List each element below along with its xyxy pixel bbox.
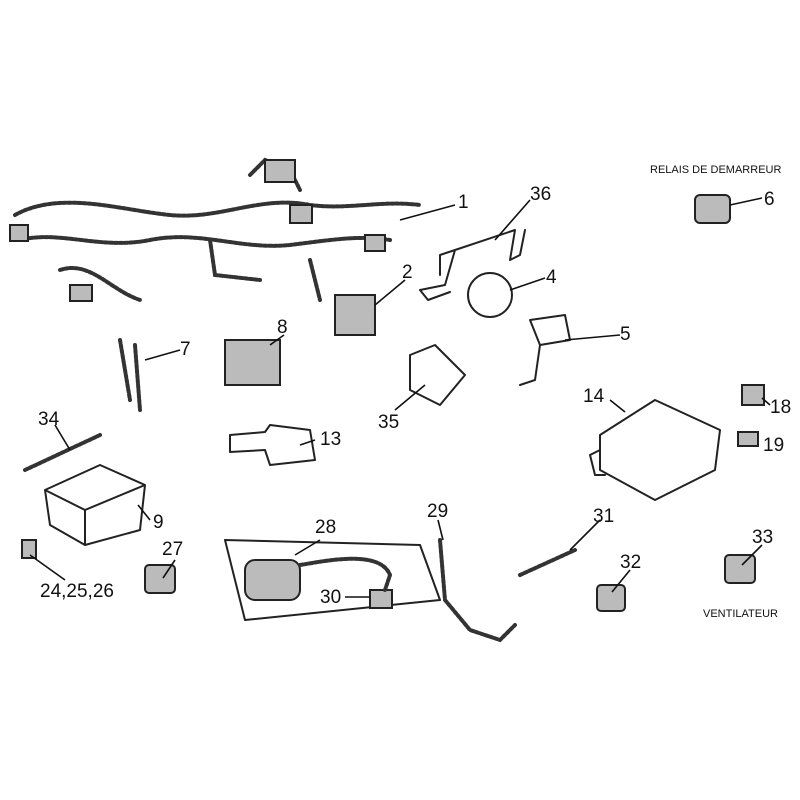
callout-14: 14 bbox=[583, 386, 605, 407]
callout-24-25-26: 24,25,26 bbox=[40, 581, 114, 602]
callout-19: 19 bbox=[763, 435, 784, 456]
callout-8: 8 bbox=[277, 317, 288, 338]
part-relay-27[interactable] bbox=[144, 564, 176, 594]
part-bracket[interactable] bbox=[419, 229, 526, 301]
part-ignition-coil[interactable] bbox=[229, 424, 316, 466]
part-2[interactable] bbox=[334, 294, 376, 336]
callout-33: 33 bbox=[752, 527, 773, 548]
callout-29: 29 bbox=[427, 501, 448, 522]
part-cdi-unit[interactable] bbox=[589, 399, 721, 501]
part-battery[interactable] bbox=[44, 464, 146, 546]
callout-9: 9 bbox=[153, 512, 164, 533]
callout-32: 32 bbox=[620, 552, 641, 573]
part-30[interactable] bbox=[369, 589, 393, 609]
callout-36: 36 bbox=[530, 184, 551, 205]
callout-7: 7 bbox=[180, 339, 191, 360]
leader-lines bbox=[29, 197, 771, 598]
callout-1: 1 bbox=[458, 192, 469, 213]
part-horn[interactable] bbox=[467, 272, 513, 318]
part-starter-relay[interactable] bbox=[694, 194, 731, 224]
part-5[interactable] bbox=[519, 314, 571, 386]
part-regulator[interactable] bbox=[224, 339, 281, 386]
part-35[interactable] bbox=[409, 344, 466, 406]
callout-6: 6 bbox=[764, 189, 775, 210]
callout-28: 28 bbox=[315, 517, 336, 538]
callout-13: 13 bbox=[320, 429, 341, 450]
part-fuse[interactable] bbox=[21, 539, 37, 559]
part-19[interactable] bbox=[737, 431, 759, 447]
caption-fan: VENTILATEUR bbox=[703, 608, 778, 620]
part-starter-cable bbox=[298, 556, 393, 592]
callout-18: 18 bbox=[770, 397, 791, 418]
caption-starter-relay: RELAIS DE DEMARREUR bbox=[650, 164, 781, 176]
callout-27: 27 bbox=[162, 539, 183, 560]
part-18[interactable] bbox=[741, 384, 765, 406]
part-34[interactable] bbox=[23, 433, 102, 472]
part-starter-motor bbox=[244, 559, 301, 601]
part-7[interactable] bbox=[118, 338, 142, 412]
callout-35: 35 bbox=[378, 412, 399, 433]
callout-5: 5 bbox=[620, 324, 631, 345]
part-wiring-harness[interactable] bbox=[9, 157, 422, 302]
part-relay-33[interactable] bbox=[724, 554, 756, 584]
part-31[interactable] bbox=[518, 548, 577, 577]
part-relay-32[interactable] bbox=[596, 584, 626, 612]
callout-4: 4 bbox=[546, 267, 557, 288]
callout-2: 2 bbox=[402, 262, 413, 283]
callout-34: 34 bbox=[38, 409, 60, 430]
callout-30: 30 bbox=[320, 587, 341, 608]
callout-31: 31 bbox=[593, 506, 614, 527]
part-29[interactable] bbox=[438, 538, 517, 643]
part-starter-motor-box[interactable] bbox=[224, 539, 441, 621]
